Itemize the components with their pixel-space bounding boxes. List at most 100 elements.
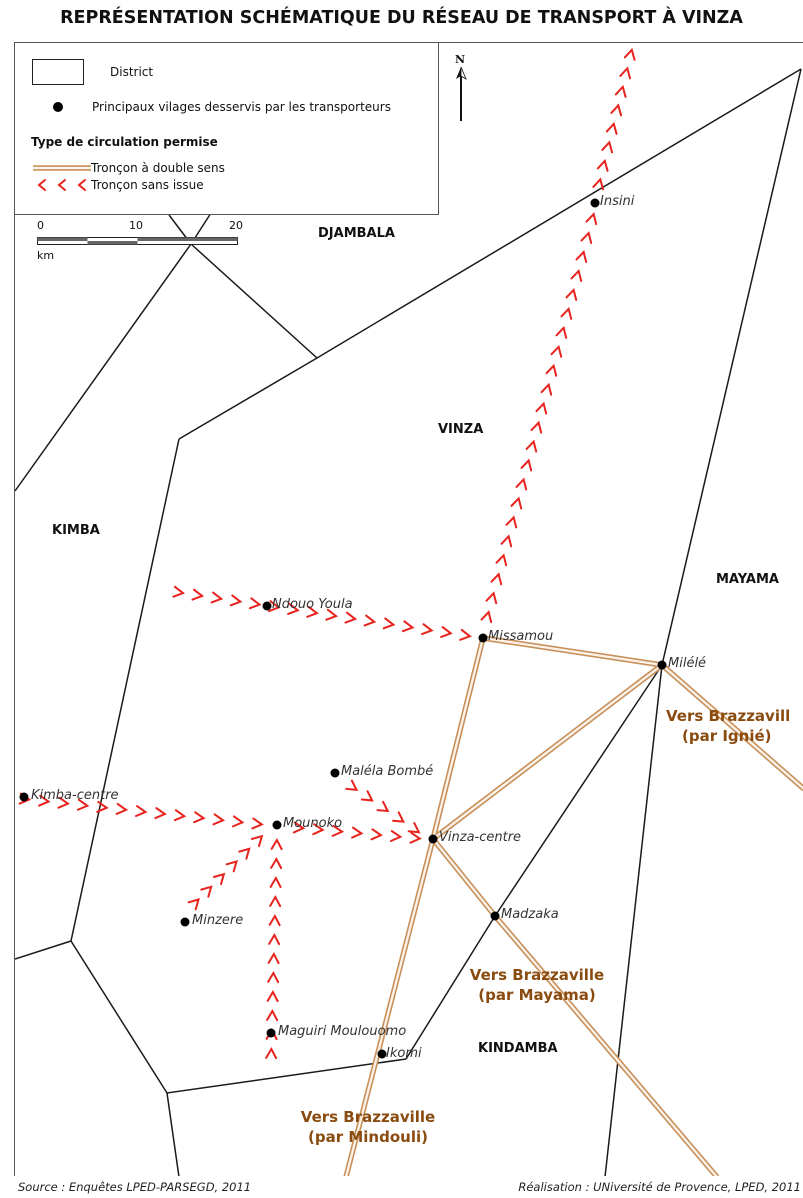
legend-double-label: Tronçon à double sens	[91, 161, 225, 175]
deadend-mounoko-vinza-chevron	[331, 824, 345, 837]
deadend-ndouo-missamou-chevron	[306, 605, 319, 618]
deadend-maguiri-mounoko-chevron	[267, 970, 280, 984]
deadend-malela-vinza-chevron	[360, 790, 374, 802]
destination-mayama-line2: (par Mayama)	[478, 986, 596, 1004]
deadend-missamou-insini-chevron	[570, 268, 583, 282]
deadend-missamou-insini-chevron	[485, 591, 498, 605]
footer-source: Source : Enquêtes LPED-PARSEGD, 2011	[18, 1180, 252, 1194]
deadend-missamou-insini-chevron	[490, 572, 503, 586]
village-dot-ikomi	[377, 1049, 387, 1059]
deadend-mounoko-vinza-chevron	[312, 823, 325, 836]
deadend-missamou-insini-chevron	[580, 231, 593, 245]
deadend-minzere-mounoko-chevron	[225, 860, 238, 873]
deadend-ndouo-missamou-chevron	[248, 597, 262, 610]
deadend-ndouo-missamou-chevron	[382, 617, 396, 630]
village-dot-kimba-centre	[19, 792, 29, 802]
village-label-maguiri: Maguiri Moulouomo	[278, 1024, 407, 1039]
legend-district-swatch	[32, 59, 84, 85]
deadend-kimba-mounoko-chevron	[38, 794, 51, 807]
legend-district-row: District	[32, 59, 153, 85]
village-label-insini: Insini	[600, 194, 635, 209]
village-label-milele: Milélé	[668, 656, 707, 671]
deadend-insini-north-chevron	[619, 66, 632, 80]
deadend-missamou-insini-chevron	[515, 477, 528, 491]
village-dot-vinza-centre	[428, 834, 438, 844]
deadend-kimba-mounoko-chevron	[57, 796, 70, 809]
legend-villages-row: Principaux vilages desservis par les tra…	[53, 100, 391, 114]
village-dot-madzaka	[490, 911, 500, 921]
deadend-mounoko-vinza-chevron	[351, 826, 364, 839]
deadend-malela-vinza-chevron	[376, 800, 390, 813]
scale-tick-20: 20	[229, 219, 243, 232]
deadend-missamou-insini-chevron	[550, 344, 563, 358]
deadend-minzere-mounoko-chevron	[200, 885, 213, 898]
boundary-djambala-west	[15, 243, 192, 492]
deadend-minzere-mounoko-chevron	[250, 834, 264, 848]
deadend-mounoko-vinza-chevron	[292, 821, 306, 834]
village-dot-insini	[590, 198, 600, 208]
deadend-insini-north-chevron	[592, 177, 605, 191]
deadend-kimba-mounoko-chevron	[231, 815, 245, 828]
village-label-madzaka: Madzaka	[501, 907, 559, 922]
village-label-vinza-centre: Vinza-centre	[439, 830, 522, 845]
deadend-missamou-insini-chevron	[495, 553, 508, 567]
village-dot-mounoko	[272, 820, 282, 830]
village-label-ikomi: Ikomi	[386, 1046, 422, 1061]
district-label-djambala: DJAMBALA	[318, 226, 395, 241]
legend-deadend-label: Tronçon sans issue	[91, 178, 204, 192]
destination-ignie-line1: Vers Brazzavill	[666, 707, 791, 725]
deadend-maguiri-mounoko-chevron	[266, 1008, 279, 1022]
scale-graphic	[37, 237, 238, 245]
deadend-missamou-insini-chevron	[480, 610, 493, 624]
deadend-malela-vinza-chevron	[345, 779, 359, 791]
north-label: N	[455, 53, 466, 66]
village-dot-ndouo-youla	[262, 601, 272, 611]
legend-deadend-swatch	[37, 179, 86, 191]
deadend-missamou-insini-chevron	[525, 439, 538, 453]
deadend-minzere-mounoko-chevron	[238, 847, 251, 860]
deadend-kimba-mounoko-chevron	[115, 802, 129, 815]
destination-mayama-line1: Vers Brazzaville	[469, 966, 605, 984]
deadend-insini-north-chevron	[623, 47, 636, 61]
deadend-kimba-mounoko-chevron	[76, 798, 90, 811]
deadend-maguiri-mounoko-chevron	[265, 1046, 278, 1060]
destination-mindouli-line2: (par Mindouli)	[308, 1128, 428, 1146]
deadend-maguiri-mounoko-chevron	[268, 932, 281, 946]
boundary-kimba-south	[15, 940, 72, 960]
village-dot-maguiri	[266, 1028, 276, 1038]
deadend-maguiri-mounoko-chevron	[267, 951, 280, 965]
deadend-missamou-insini-chevron	[500, 534, 513, 548]
deadend-ndouo-missamou-chevron	[325, 608, 339, 621]
deadend-ndouo-missamou-chevron	[401, 620, 415, 633]
scale-bar: 0 10 20 km	[37, 219, 247, 269]
destination-mindouli: Vers Brazzaville (par Mindouli)	[293, 1107, 443, 1147]
deadend-missamou-insini-chevron	[510, 496, 523, 510]
deadend-kimba-mounoko-chevron	[96, 800, 109, 813]
village-label-mounoko: Mounoko	[283, 816, 343, 831]
deadend-missamou-insini-chevron	[565, 287, 578, 301]
village-dot-milele	[657, 660, 667, 670]
village-dots	[19, 198, 667, 1059]
village-label-missamou: Missamou	[488, 629, 554, 644]
deadend-malela-vinza-chevron	[407, 822, 421, 834]
deadend-minzere-mounoko-chevron	[212, 872, 226, 886]
deadend-missamou-insini-chevron	[545, 363, 558, 377]
village-label-ndouo-youla: Ndouo Youla	[272, 597, 353, 612]
legend-double-row: Tronçon à double sens	[33, 161, 225, 175]
north-arrow: N	[451, 53, 471, 123]
deadend-missamou-insini-chevron	[520, 458, 533, 472]
deadend-ndouo-missamou-chevron	[229, 594, 243, 607]
deadend-mounoko-vinza-chevron	[389, 830, 403, 843]
deadend-minzere-mounoko-chevron	[187, 898, 200, 911]
deadend-ndouo-missamou-chevron	[267, 600, 281, 613]
deadend-malela-vinza-chevron	[392, 811, 406, 823]
deadend-ndouo-missamou-chevron	[287, 603, 300, 615]
map-frame: District Principaux vilages desservis pa…	[14, 42, 803, 1176]
deadend-missamou-insini-chevron	[540, 382, 553, 396]
deadend-maguiri-mounoko-chevron	[266, 989, 279, 1003]
legend-villages-label: Principaux vilages desservis par les tra…	[92, 100, 391, 114]
map-canvas	[15, 47, 803, 1176]
deadend-ndouo-missamou-chevron	[191, 588, 205, 601]
village-label-minzere: Minzere	[192, 913, 244, 928]
scale-tick-10: 10	[129, 219, 143, 232]
